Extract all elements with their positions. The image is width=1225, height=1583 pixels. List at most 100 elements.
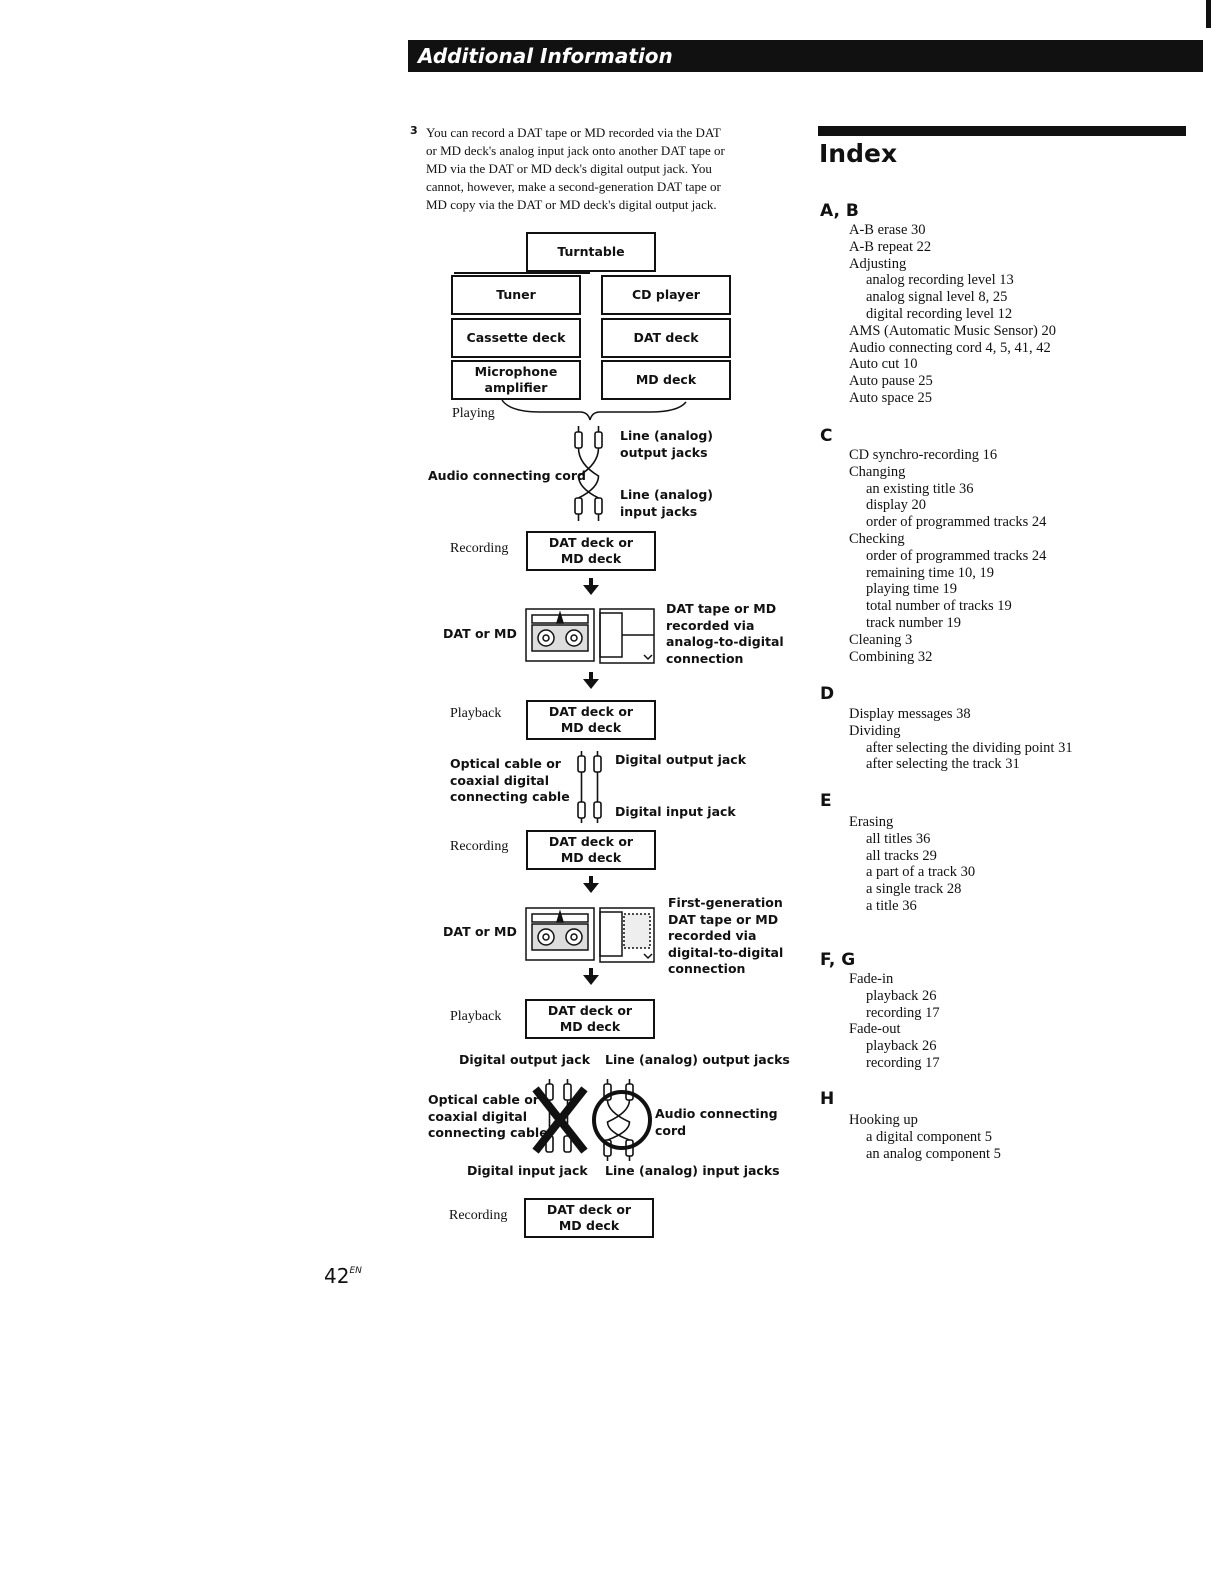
index-subentry: after selecting the track 31 — [866, 756, 1020, 773]
optical-cable-icon — [577, 751, 602, 823]
md-deck-box: MD deck — [601, 360, 731, 400]
index-entry: Auto pause 25 — [849, 373, 933, 390]
index-section-letter: D — [820, 684, 835, 704]
allowed-audio-connection-icon — [592, 1079, 652, 1161]
cd-player-box: CD player — [601, 275, 731, 315]
audio-connecting-label: Audio connecting cord — [655, 1106, 778, 1138]
turntable-box: Turntable — [526, 232, 656, 272]
dat-md-media-icon — [525, 907, 655, 963]
line-input-label: Line (analog) input jacks — [620, 487, 713, 519]
index-entry: Cleaning 3 — [849, 631, 913, 648]
index-subentry: recording 17 — [866, 1004, 940, 1021]
optical-cable-label: Optical cable or coaxial digital connect… — [428, 1092, 548, 1140]
tuner-box: Tuner — [451, 275, 581, 315]
index-entry: Auto space 25 — [849, 390, 932, 406]
index-subentry: a digital component 5 — [866, 1128, 993, 1145]
dat-or-md-label: DAT or MD — [443, 924, 517, 939]
line-input-jacks-label: Line (analog) input jacks — [605, 1163, 780, 1178]
line-output-label: Line (analog) output jacks — [620, 428, 713, 460]
index-subentry: all titles 36 — [866, 830, 931, 847]
intro-line: You can record a DAT tape or MD recorded… — [426, 125, 721, 140]
recording-label: Recording — [450, 839, 509, 854]
dat-or-md-label: DAT or MD — [443, 626, 517, 641]
line-output-jacks-label: Line (analog) output jacks — [605, 1052, 790, 1067]
index-subentry: display 20 — [866, 497, 927, 514]
corner-registration-mark — [1206, 0, 1211, 28]
index-entry: Erasing — [849, 814, 894, 830]
index-subentry: order of programmed tracks 24 — [866, 514, 1047, 531]
prohibited-connection-icon — [532, 1079, 588, 1154]
index-entry: Hooking up — [849, 1112, 918, 1128]
audio-cord-label: Audio connecting cord — [428, 468, 586, 483]
digital-input-label: Digital input jack — [615, 804, 736, 819]
dat-md-deck-box: DAT deck or MD deck — [525, 999, 655, 1039]
index-entry: A-B repeat 22 — [849, 238, 932, 255]
index-entry: Fade-in — [849, 971, 894, 987]
intro-line: cannot, however, make a second-generatio… — [426, 179, 721, 194]
dat-deck-box: DAT deck — [601, 318, 731, 358]
index-entry: CD synchro-recording 16 — [849, 447, 998, 463]
index-subentry: all tracks 29 — [866, 847, 937, 864]
index-entry: Combining 32 — [849, 648, 933, 665]
section-header-band — [408, 40, 1203, 72]
microphone-amplifier-box: Microphone amplifier — [451, 360, 581, 400]
index-subentry: track number 19 — [866, 615, 962, 631]
index-entry: Auto cut 10 — [849, 356, 918, 373]
index-top-rule — [818, 126, 1186, 136]
index-entry: Checking — [849, 531, 905, 547]
index-subentry: total number of tracks 19 — [866, 598, 1012, 615]
index-section-letter: H — [820, 1089, 835, 1109]
index-section-letter: E — [820, 791, 832, 811]
index-entry: Changing — [849, 463, 906, 480]
rca-audio-cord-icon — [574, 426, 603, 521]
optical-cable-label: Optical cable or coaxial digital connect… — [450, 756, 570, 804]
dat-md-media-icon — [525, 608, 655, 664]
digital-input-label: Digital input jack — [467, 1163, 588, 1178]
index-subentry: playing time 19 — [866, 581, 958, 598]
index-subentry: a part of a track 30 — [866, 864, 976, 881]
index-entry: Fade-out — [849, 1021, 901, 1038]
digital-output-label: Digital output jack — [459, 1052, 591, 1067]
index-subentry: playback 26 — [866, 987, 937, 1004]
index-subentry: analog recording level 13 — [866, 272, 1014, 289]
intro-line: MD via the DAT or MD deck's digital outp… — [426, 161, 712, 176]
grouping-brace-icon — [501, 399, 687, 421]
step-number: 3 — [410, 124, 418, 137]
cassette-deck-box: Cassette deck — [451, 318, 581, 358]
dat-md-deck-box: DAT deck or MD deck — [526, 830, 656, 870]
index-subentry: playback 26 — [866, 1038, 937, 1055]
index-subentry: a single track 28 — [866, 881, 962, 898]
recording-label: Recording — [450, 541, 509, 556]
dat-md-deck-box: DAT deck or MD deck — [526, 531, 656, 571]
index-subentry: after selecting the dividing point 31 — [866, 739, 1073, 756]
index-entry: Adjusting — [849, 255, 907, 272]
page-number: 42EN — [324, 1264, 362, 1288]
index-subentry: order of programmed tracks 24 — [866, 547, 1047, 564]
index-section-letter: A, B — [820, 201, 859, 221]
section-header-title: Additional Information — [418, 44, 673, 68]
connector-line — [454, 272, 590, 274]
index-entry: Dividing — [849, 722, 901, 739]
index-section-letter: C — [820, 426, 833, 446]
intro-line: MD copy via the DAT or MD deck's digital… — [426, 197, 717, 212]
index-subentry: digital recording level 12 — [866, 306, 1013, 322]
index-subentry: an analog component 5 — [866, 1145, 1001, 1162]
playback-label: Playback — [450, 1009, 502, 1024]
index-subentry: a title 36 — [866, 898, 917, 914]
index-subentry: analog signal level 8, 25 — [866, 289, 1008, 306]
index-subentry: remaining time 10, 19 — [866, 564, 995, 581]
playback-label: Playback — [450, 706, 502, 721]
index-section-letter: F, G — [820, 950, 856, 970]
index-subentry: recording 17 — [866, 1055, 940, 1071]
index-title: Index — [819, 139, 898, 168]
digital-output-label: Digital output jack — [615, 752, 747, 767]
dat-md-deck-box: DAT deck or MD deck — [524, 1198, 654, 1238]
recording-label: Recording — [449, 1208, 508, 1223]
dat-md-deck-box: DAT deck or MD deck — [526, 700, 656, 740]
index-entry: A-B erase 30 — [849, 222, 926, 238]
index-entry: AMS (Automatic Music Sensor) 20 — [849, 322, 1057, 339]
playing-label: Playing — [452, 406, 495, 421]
index-entry: Display messages 38 — [849, 706, 971, 722]
intro-line: or MD deck's analog input jack onto anot… — [426, 143, 725, 158]
first-generation-label: First-generation DAT tape or MD recorded… — [668, 895, 784, 976]
